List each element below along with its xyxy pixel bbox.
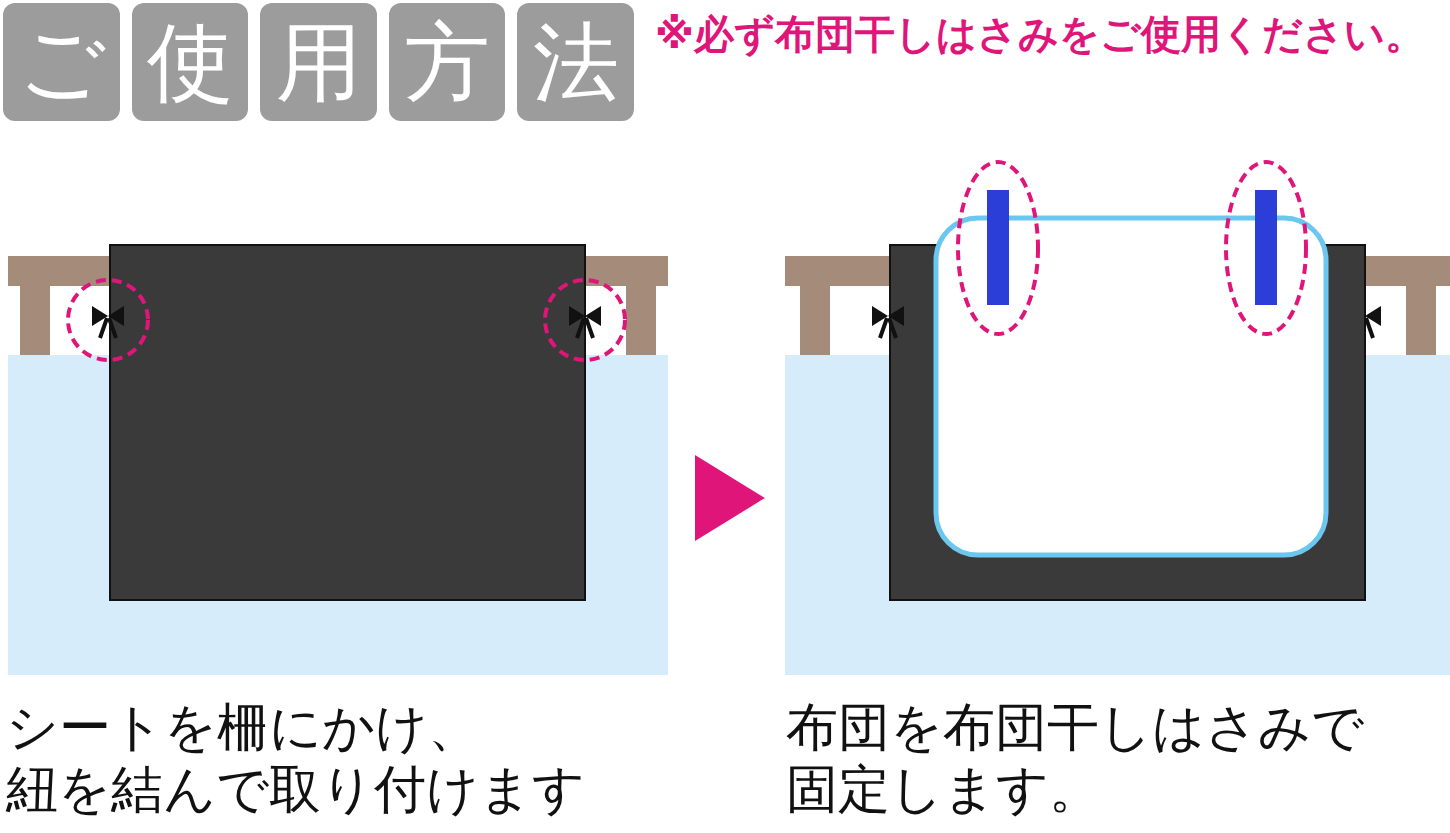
title-char-box: 方 bbox=[389, 3, 505, 121]
highlight-ellipse bbox=[1226, 162, 1306, 334]
right-panel bbox=[785, 162, 1450, 675]
sheet bbox=[110, 245, 585, 600]
title-char: 使 bbox=[147, 19, 233, 105]
title-char-box: 用 bbox=[260, 3, 377, 121]
fence-post bbox=[626, 286, 656, 355]
warning-note: ※必ず布団干しはさみをご使用ください。 bbox=[655, 10, 1445, 58]
title-char-box: 法 bbox=[517, 3, 634, 121]
fence-post bbox=[800, 286, 830, 355]
highlight-circle bbox=[545, 280, 625, 360]
fence-post bbox=[1406, 286, 1436, 355]
title-char-box: ご bbox=[3, 3, 120, 121]
futon-clip bbox=[987, 190, 1009, 305]
bow bbox=[872, 306, 904, 338]
step-arrow bbox=[695, 455, 765, 541]
step-caption: 布団を布団干しはさみで 固定します。 bbox=[786, 696, 1446, 821]
title-char: 方 bbox=[404, 19, 490, 105]
title-char: 用 bbox=[276, 19, 362, 105]
highlight-ellipse bbox=[958, 162, 1038, 334]
highlight-circle bbox=[68, 280, 148, 360]
title-char: ご bbox=[18, 19, 106, 105]
step-caption: シートを柵にかけ、 紐を結んで取り付けます bbox=[6, 696, 666, 821]
title-char: 法 bbox=[533, 19, 619, 105]
bow bbox=[569, 306, 601, 338]
title-char-box: 使 bbox=[132, 3, 248, 121]
futon-clip bbox=[1255, 190, 1277, 305]
left-panel bbox=[8, 245, 668, 675]
bow bbox=[1365, 306, 1381, 338]
fence-post bbox=[20, 286, 50, 355]
bow bbox=[92, 306, 124, 338]
